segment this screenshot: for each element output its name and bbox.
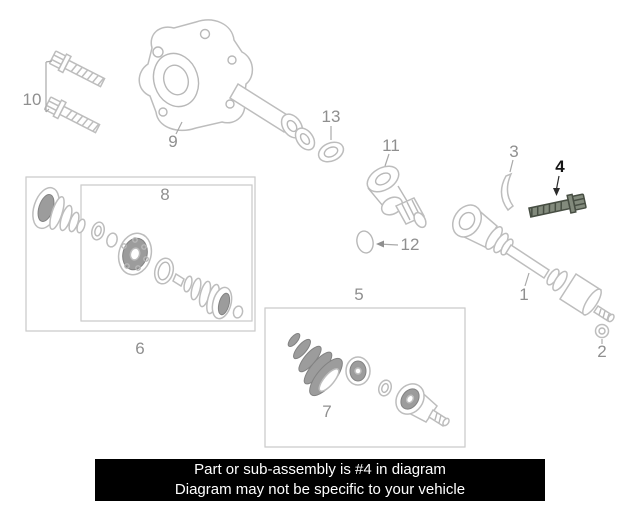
part-drawing-1-axle-shaft (451, 204, 615, 323)
callout-6-label: 6 (135, 339, 144, 358)
callout-4-label: 4 (555, 157, 565, 176)
highlight-banner: Part or sub-assembly is #4 in diagram Di… (95, 459, 545, 501)
callout-12: 12 (376, 235, 419, 254)
callout-8-label: 8 (160, 185, 169, 204)
part-drawing-9-differential (138, 19, 316, 151)
group-box-8 (80, 184, 253, 322)
part-drawing-13-seal (317, 141, 345, 163)
callout-3: 3 (509, 142, 519, 173)
callout-10: 10 (23, 60, 53, 113)
part-drawing-6-outer-boot (32, 186, 86, 234)
callout-2: 2 (597, 339, 607, 361)
callout-1-label: 1 (519, 285, 528, 304)
callout-9-label: 9 (168, 132, 177, 151)
callout-5-label: 5 (354, 285, 363, 304)
part-drawing-10-bolts (42, 48, 108, 138)
group-box-6 (25, 176, 256, 332)
part-drawing-2-nut (594, 323, 610, 339)
banner-line-1: Part or sub-assembly is #4 in diagram (194, 461, 446, 478)
part-drawing-11-flange (366, 165, 427, 229)
callout-1: 1 (519, 272, 530, 304)
group-box-5 (264, 307, 466, 448)
callout-12-label: 12 (401, 235, 420, 254)
callout-10-label: 10 (23, 90, 42, 109)
part-drawing-12-circlip (356, 230, 374, 254)
part-drawing-7-boot-kit (287, 332, 450, 428)
callout-7-label: 7 (322, 402, 331, 421)
callout-4: 4 (553, 157, 565, 196)
callout-3-label: 3 (509, 142, 518, 161)
callout-11: 11 (382, 136, 400, 167)
callout-13-label: 13 (322, 107, 341, 126)
part-drawing-8-joint-kit (91, 221, 244, 320)
callout-2-label: 2 (597, 342, 606, 361)
callout-9: 9 (168, 121, 183, 151)
callout-13: 13 (322, 107, 341, 140)
part-drawing-4-bolt-highlighted (527, 191, 588, 223)
callout-11-label: 11 (382, 136, 400, 155)
part-drawing-3-bracket (500, 172, 515, 212)
banner-line-2: Diagram may not be specific to your vehi… (174, 481, 466, 498)
